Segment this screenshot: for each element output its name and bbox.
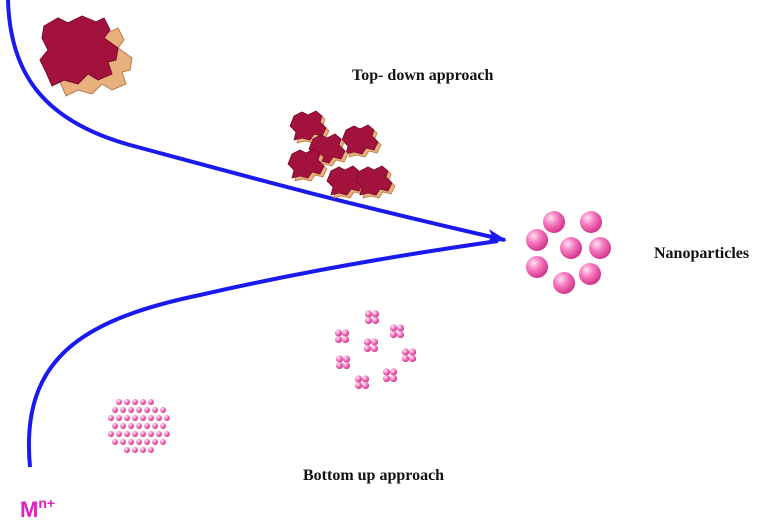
metal-atom bbox=[152, 407, 158, 413]
metal-atom bbox=[144, 439, 150, 445]
metal-atom bbox=[124, 431, 130, 437]
metal-atom bbox=[124, 447, 130, 453]
metal-atom bbox=[112, 423, 118, 429]
metal-atom bbox=[108, 431, 114, 437]
metal-atom bbox=[128, 439, 134, 445]
metal-atom bbox=[112, 439, 118, 445]
metal-atom bbox=[140, 415, 146, 421]
metal-atom bbox=[132, 415, 138, 421]
metal-atom bbox=[128, 407, 134, 413]
metal-atom bbox=[156, 415, 162, 421]
nanoparticles-label: Nanoparticles bbox=[654, 245, 749, 262]
metal-atom bbox=[144, 407, 150, 413]
metal-atom bbox=[116, 399, 122, 405]
metal-atom bbox=[160, 423, 166, 429]
metal-atom bbox=[112, 407, 118, 413]
metal-atom bbox=[164, 415, 170, 421]
metal-atom bbox=[136, 407, 142, 413]
metal-atom bbox=[120, 407, 126, 413]
metal-atom bbox=[132, 447, 138, 453]
metal-atom bbox=[140, 399, 146, 405]
metal-atom bbox=[140, 447, 146, 453]
metal-atom bbox=[148, 431, 154, 437]
bottom-up-arrow-curve bbox=[26, 239, 499, 468]
metal-atom bbox=[124, 415, 130, 421]
metal-atom bbox=[160, 439, 166, 445]
bulk-fragments-icon bbox=[287, 110, 396, 199]
bottom-up-label: Bottom up approach bbox=[303, 467, 444, 484]
metal-atom bbox=[136, 439, 142, 445]
metal-atom bbox=[152, 439, 158, 445]
metal-atom bbox=[120, 423, 126, 429]
metal-atom bbox=[124, 399, 130, 405]
metal-atom bbox=[136, 423, 142, 429]
metal-atom bbox=[156, 431, 162, 437]
metal-atom bbox=[148, 447, 154, 453]
atom-clusters-icon bbox=[334, 310, 417, 390]
top-down-label: Top- down approach bbox=[352, 67, 493, 84]
metal-atom bbox=[144, 423, 150, 429]
metal-atom bbox=[116, 431, 122, 437]
metal-ion-superscript: n+ bbox=[38, 495, 55, 511]
metal-atom bbox=[108, 415, 114, 421]
top-down-arrow-curve bbox=[6, 0, 507, 243]
metal-atom bbox=[160, 407, 166, 413]
metal-atom bbox=[120, 439, 126, 445]
metal-ion-label: Mn+ bbox=[20, 495, 55, 522]
metal-atom bbox=[132, 399, 138, 405]
nanoparticles-icon bbox=[526, 211, 611, 294]
metal-atom bbox=[152, 423, 158, 429]
metal-atom bbox=[148, 399, 154, 405]
bulk-material-icon bbox=[39, 15, 133, 97]
metal-atom bbox=[164, 431, 170, 437]
metal-atom bbox=[116, 415, 122, 421]
metal-atom bbox=[148, 415, 154, 421]
metal-atom bbox=[132, 431, 138, 437]
metal-ion-base: M bbox=[20, 497, 38, 522]
metal-atom bbox=[140, 431, 146, 437]
metal-atom bbox=[128, 423, 134, 429]
metal-atoms-icon bbox=[108, 399, 170, 453]
